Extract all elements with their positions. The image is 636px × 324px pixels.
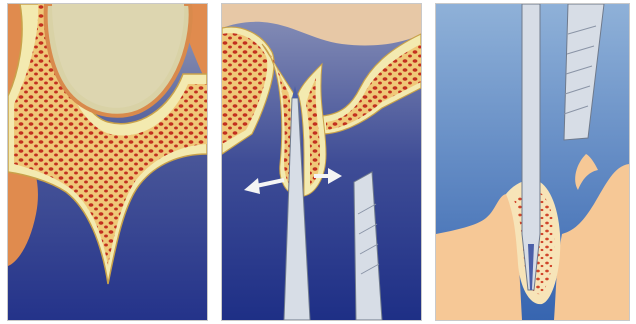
ridge-instrument-illustration — [436, 4, 629, 320]
illustration-panel-3 — [436, 4, 629, 320]
illustration-panel-1 — [8, 4, 207, 320]
illustration-panel-2 — [222, 4, 421, 320]
bone-expansion-illustration — [222, 4, 421, 320]
bone-cross-section-illustration — [8, 4, 207, 320]
